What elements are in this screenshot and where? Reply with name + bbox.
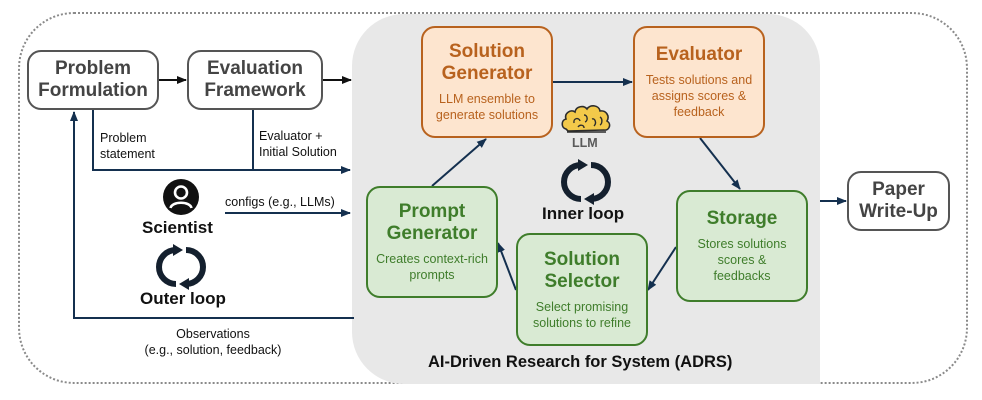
arrow-evaluator-to-storage: [699, 137, 741, 190]
inner-loop-label: Inner loop: [542, 204, 625, 223]
inner-loop-icon: [561, 159, 611, 205]
problem-formulation-box: Problem Formulation: [27, 50, 159, 110]
evaluator-desc: Tests solutions and assigns scores & fee…: [645, 73, 753, 119]
solution-selector-desc: Select promising solutions to refine: [533, 299, 631, 330]
arrow-storage-to-selector: [647, 246, 677, 291]
observations-label: Observations (e.g., solution, feedback): [144, 327, 282, 357]
problem-statement-label: Problem statement: [100, 131, 155, 161]
solution-selector-box: Solution Selector Select promising solut…: [516, 233, 648, 346]
evaluation-framework-title: Evaluation Framework: [204, 58, 306, 101]
solution-generator-desc: LLM ensemble to generate solutions: [435, 92, 539, 122]
arrow-observations: [70, 111, 354, 319]
arrow-selector-to-prompt: [497, 242, 517, 291]
paper-writeup-title: Paper Write-Up: [859, 179, 938, 222]
outer-loop-label: Outer loop: [140, 289, 226, 308]
configs-label: configs (e.g., LLMs): [225, 195, 335, 209]
llm-icon-label: LLM: [572, 136, 598, 150]
evaluation-framework-box: Evaluation Framework: [187, 50, 323, 110]
storage-desc: Stores solutions scores & feedbacks: [697, 237, 787, 283]
solution-selector-title: Solution Selector: [544, 248, 620, 292]
evaluator-box: Evaluator Tests solutions and assigns sc…: [633, 26, 765, 138]
solution-generator-box: Solution Generator LLM ensemble to gener…: [421, 26, 553, 138]
scientist-label: Scientist: [142, 218, 213, 237]
solution-generator-title: Solution Generator: [441, 41, 533, 84]
outer-loop-icon: [156, 244, 206, 290]
llm-brain-icon: [561, 105, 611, 133]
adrs-title: AI-Driven Research for System (ADRS): [428, 353, 733, 371]
problem-formulation-title: Problem Formulation: [38, 58, 148, 101]
storage-title: Storage: [706, 208, 778, 229]
prompt-generator-title: Prompt Generator: [386, 201, 478, 244]
prompt-generator-box: Prompt Generator Creates context-rich pr…: [366, 186, 498, 298]
storage-box: Storage Stores solutions scores & feedba…: [676, 190, 808, 302]
arrow-problem-statement: [92, 110, 351, 174]
prompt-generator-desc: Creates context-rich prompts: [376, 252, 488, 282]
arrow-prompt-to-generator: [431, 138, 487, 187]
evaluator-initial-solution-label: Evaluator + Initial Solution: [259, 129, 337, 159]
paper-writeup-box: Paper Write-Up: [847, 171, 950, 231]
scientist-icon: [163, 179, 199, 215]
evaluator-title: Evaluator: [655, 44, 743, 65]
